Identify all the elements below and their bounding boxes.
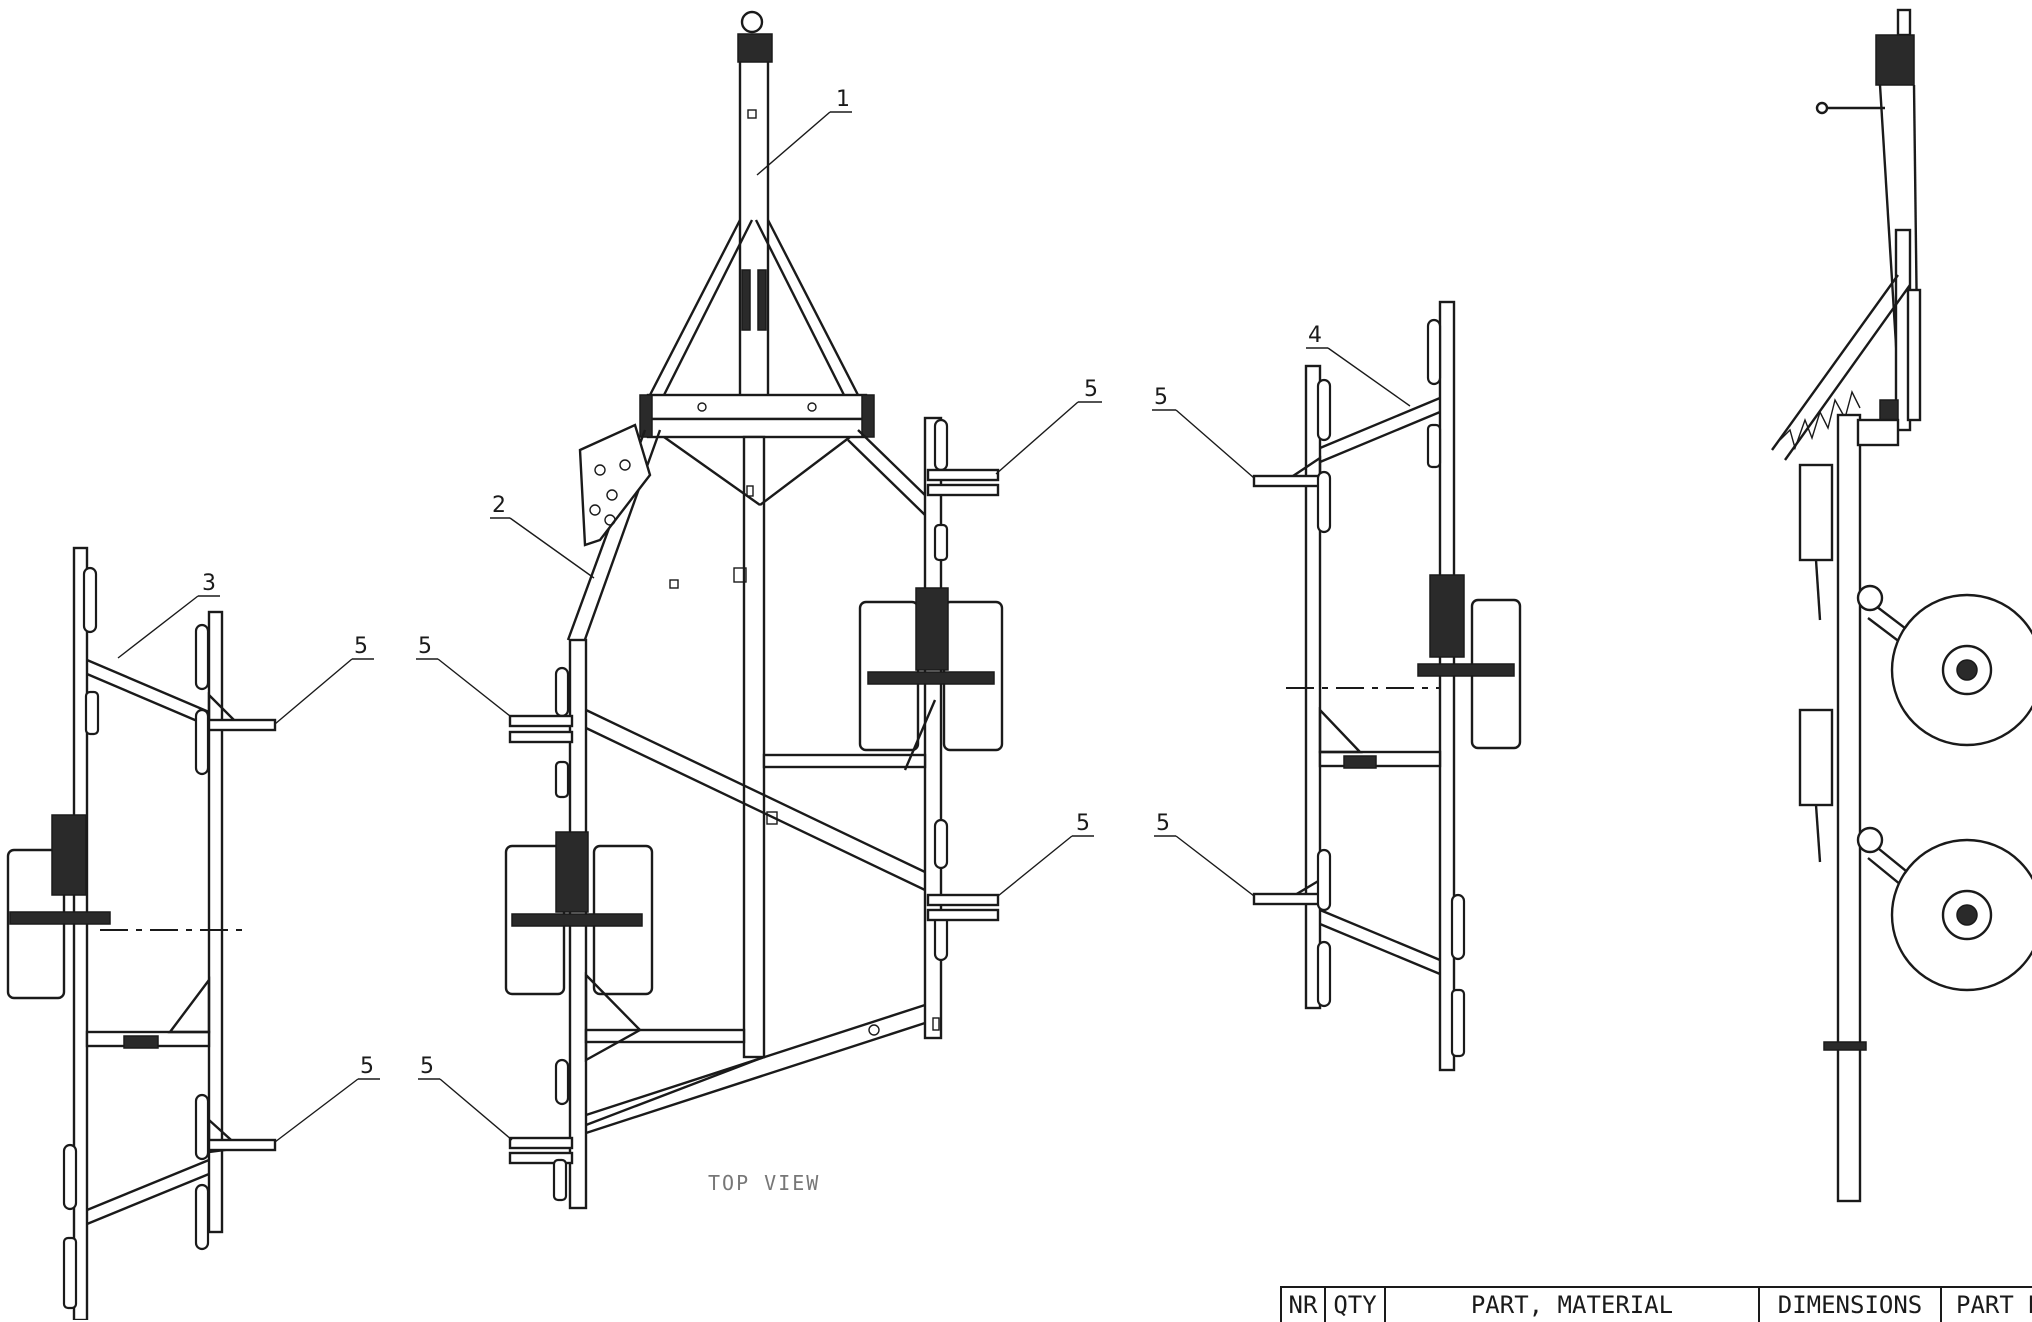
side-view-frame <box>1771 8 2032 1203</box>
column-dimensions: DIMENSIONS <box>1760 1288 1942 1322</box>
column-part-material: PART, MATERIAL <box>1386 1288 1760 1322</box>
part-callouts: 1 2 3 4 5 5 5 <box>117 87 1411 1143</box>
svg-text:5: 5 <box>1156 811 1170 836</box>
callout-2: 2 <box>490 493 595 579</box>
top-view-label: TOP VIEW <box>708 1171 820 1195</box>
callout-5-far-right-upper: 5 <box>1152 385 1255 479</box>
callout-5-right-lower: 5 <box>997 811 1094 897</box>
column-part-number: PART N <box>1956 1291 2032 1319</box>
svg-text:5: 5 <box>1084 377 1098 402</box>
svg-text:5: 5 <box>360 1054 374 1079</box>
callout-5-far-right-lower: 5 <box>1154 811 1255 897</box>
svg-text:5: 5 <box>418 634 432 659</box>
center-main-frame <box>504 10 1004 1210</box>
left-wing-frame <box>6 546 277 1320</box>
svg-text:3: 3 <box>202 571 216 596</box>
svg-text:5: 5 <box>354 634 368 659</box>
svg-text:2: 2 <box>492 493 506 518</box>
title-block-header: NR QTY PART, MATERIAL DIMENSIONS PART N <box>1280 1286 2032 1322</box>
right-wing-frame <box>1252 300 1522 1072</box>
column-qty: QTY <box>1326 1288 1386 1322</box>
callout-5-center-left-upper: 5 <box>416 634 511 717</box>
callout-4: 4 <box>1306 323 1411 407</box>
callout-5-center-left-lower: 5 <box>418 1054 513 1141</box>
svg-text:5: 5 <box>1154 385 1168 410</box>
callout-5-right-upper: 5 <box>995 377 1102 475</box>
callout-1: 1 <box>756 87 852 176</box>
svg-text:4: 4 <box>1308 323 1322 348</box>
svg-text:1: 1 <box>836 87 850 112</box>
callout-3: 3 <box>117 571 220 659</box>
svg-text:5: 5 <box>1076 811 1090 836</box>
callout-5-left-wing-upper: 5 <box>274 634 374 725</box>
column-nr: NR <box>1282 1288 1326 1322</box>
svg-text:5: 5 <box>420 1054 434 1079</box>
callout-5-left-wing-lower: 5 <box>274 1054 380 1143</box>
